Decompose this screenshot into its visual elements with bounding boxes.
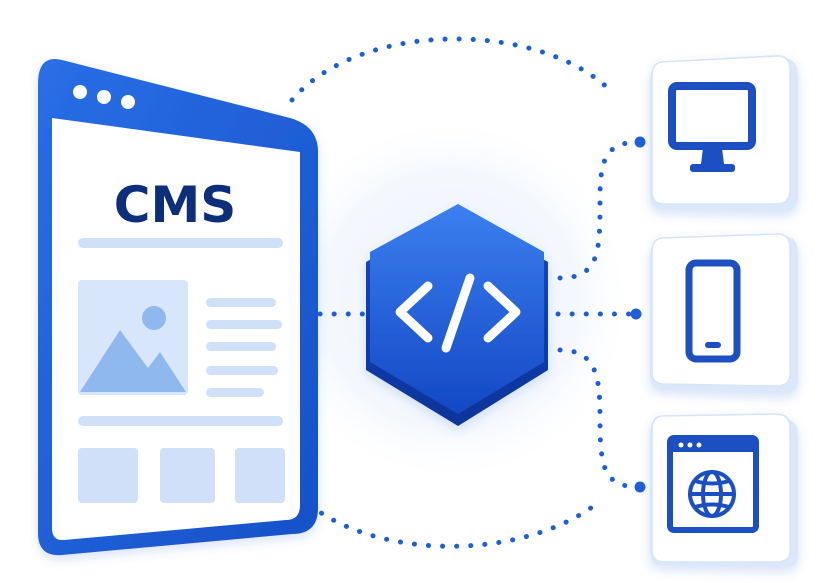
connector-hub-to-browser [557,347,643,490]
window-dot-3 [121,95,135,109]
thumbnail-3 [235,448,285,503]
globe-browser-icon [667,435,759,533]
window-dot-2 [97,90,111,104]
divider-line-placeholder [78,416,283,426]
smartphone-icon [685,259,741,363]
thumbnail-placeholders [78,448,285,503]
connector-arc-bottom [307,502,598,549]
code-hub [366,204,548,426]
device-card-phone [650,233,798,394]
window-control-dots [73,85,135,109]
monitor-icon [668,82,756,172]
device-card-desktop [650,55,798,212]
connectors [289,36,643,549]
code-brackets-icon [395,273,521,353]
connector-arc-top [289,36,615,103]
cms-window: CMS [38,59,318,556]
text-line-placeholders [206,298,282,397]
heading-line-placeholder [78,238,283,248]
device-card-browser [650,413,798,568]
window-dot-1 [73,85,87,99]
thumbnail-2 [160,448,215,503]
connector-hub-to-monitor [557,139,643,281]
cms-title: CMS [114,176,236,234]
image-mountains-icon [80,330,186,392]
thumbnail-1 [78,448,138,503]
connector-end-dots [630,136,646,493]
image-sun-icon [142,306,166,330]
